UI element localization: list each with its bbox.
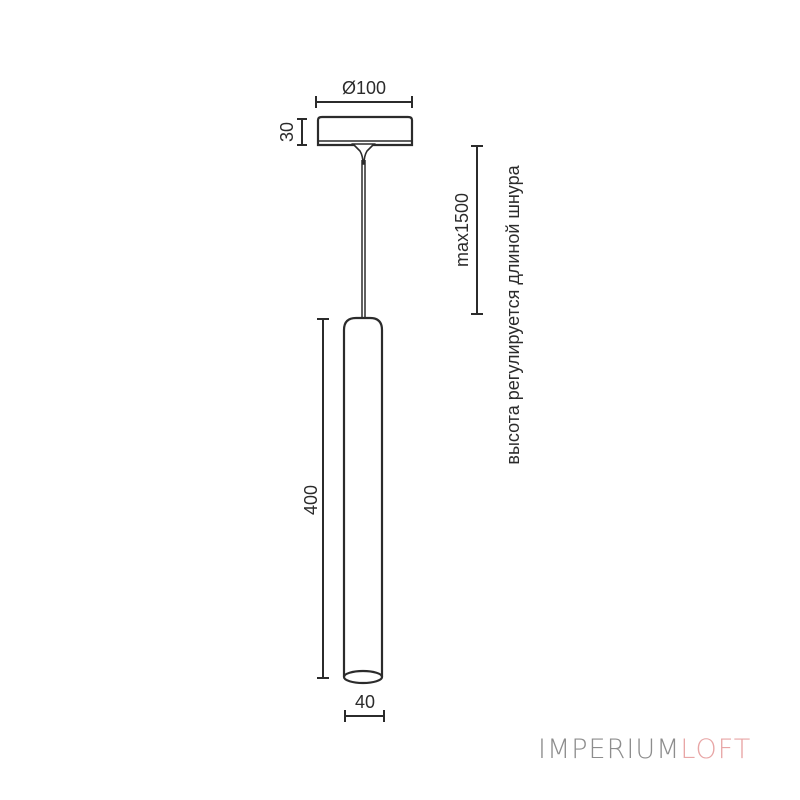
- canopy-diameter-label: Ø100: [342, 78, 386, 98]
- logo-part-imperium: IMPERIUM: [538, 734, 681, 765]
- canopy-diameter-dimension-line: [315, 96, 413, 108]
- body-length-label: 400: [301, 485, 321, 515]
- canopy: [316, 115, 414, 147]
- body-length-dimension-line: [317, 318, 329, 679]
- cord-length-dimension-line: [471, 145, 483, 315]
- canopy-height-label: 30: [277, 122, 297, 142]
- brand-logo: IMPERIUMLOFT: [538, 734, 751, 765]
- cord-mount: [351, 143, 376, 165]
- height-adjust-note: высота регулируется длиной шнура: [503, 164, 523, 464]
- cord: [361, 160, 366, 318]
- body-diameter-dimension-line: [344, 710, 385, 722]
- cord-length-label: max1500: [452, 193, 472, 267]
- canopy-height-dimension-line: [297, 118, 307, 146]
- body-diameter-label: 40: [355, 692, 375, 712]
- lamp-body-tube: [342, 316, 384, 685]
- logo-part-loft: LOFT: [680, 734, 752, 765]
